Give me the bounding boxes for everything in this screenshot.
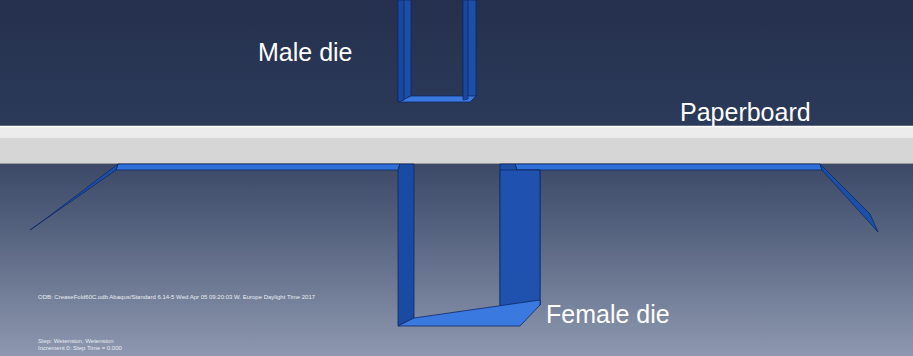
part-label: Female die: [546, 300, 670, 328]
male-die: [398, 0, 476, 102]
status-text: Increment 0: Step Time = 0.000: [38, 345, 122, 352]
status-text: ODB: CreaseFold60C.odb Abaqus/Standard 6…: [38, 294, 315, 301]
paperboard-top: [0, 126, 913, 138]
status-text: Step: Wetension, Wetension: [38, 338, 114, 345]
female-die: [30, 164, 878, 326]
part-label: Male die: [258, 38, 353, 66]
paperboard-sheet: [0, 126, 913, 164]
part-label: Paperboard: [680, 98, 811, 126]
